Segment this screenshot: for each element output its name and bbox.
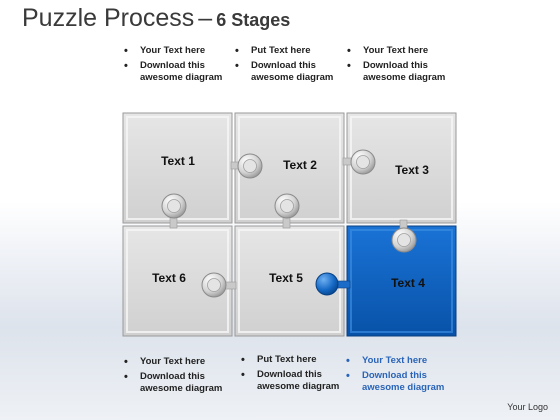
bullet-group-bottom-1: Your Text here Download this awesome dia…	[120, 356, 232, 396]
piece-label-1: Text 1	[161, 154, 195, 168]
connector-knob-6-5	[201, 272, 237, 298]
page-title: Puzzle Process–6 Stages	[22, 4, 290, 33]
title-main: Puzzle Process	[22, 4, 195, 32]
bullet-group-top-3: Your Text here Download this awesome dia…	[343, 45, 455, 85]
connector-knob-2-3	[342, 149, 376, 175]
bullet-item: Download this awesome diagram	[342, 370, 454, 395]
bullet-group-top-2: Put Text here Download this awesome diag…	[231, 45, 343, 85]
title-dash: –	[198, 4, 213, 32]
bullet-item: Download this awesome diagram	[231, 60, 343, 85]
piece-label-2: Text 2	[283, 158, 317, 172]
piece-label-6: Text 6	[152, 271, 186, 285]
connector-knob-1-2	[230, 153, 263, 179]
bullet-item: Download this awesome diagram	[120, 371, 232, 396]
connector-knob-1-6	[161, 193, 187, 229]
bullet-item: Your Text here	[120, 45, 232, 58]
bullet-item: Your Text here	[342, 355, 454, 368]
piece-label-5: Text 5	[269, 271, 303, 285]
bullet-item: Put Text here	[231, 45, 343, 58]
logo-placeholder: Your Logo	[507, 402, 548, 412]
bullet-item: Your Text here	[120, 356, 232, 369]
piece-label-3: Text 3	[395, 163, 429, 177]
bullet-item: Download this awesome diagram	[343, 60, 455, 85]
bullet-group-top-1: Your Text here Download this awesome dia…	[120, 45, 232, 85]
bullet-item: Download this awesome diagram	[120, 60, 232, 85]
bullet-group-bottom-3: Your Text here Download this awesome dia…	[342, 355, 454, 395]
bullet-group-bottom-2: Put Text here Download this awesome diag…	[237, 354, 349, 394]
connector-knob-5-4	[315, 272, 351, 296]
bullet-item: Download this awesome diagram	[237, 369, 349, 394]
piece-label-4: Text 4	[391, 276, 425, 290]
connector-knob-3-4	[391, 219, 417, 253]
title-sub: 6 Stages	[216, 10, 291, 30]
connector-knob-2-5	[274, 193, 300, 229]
bullet-item: Put Text here	[237, 354, 349, 367]
bullet-item: Your Text here	[343, 45, 455, 58]
